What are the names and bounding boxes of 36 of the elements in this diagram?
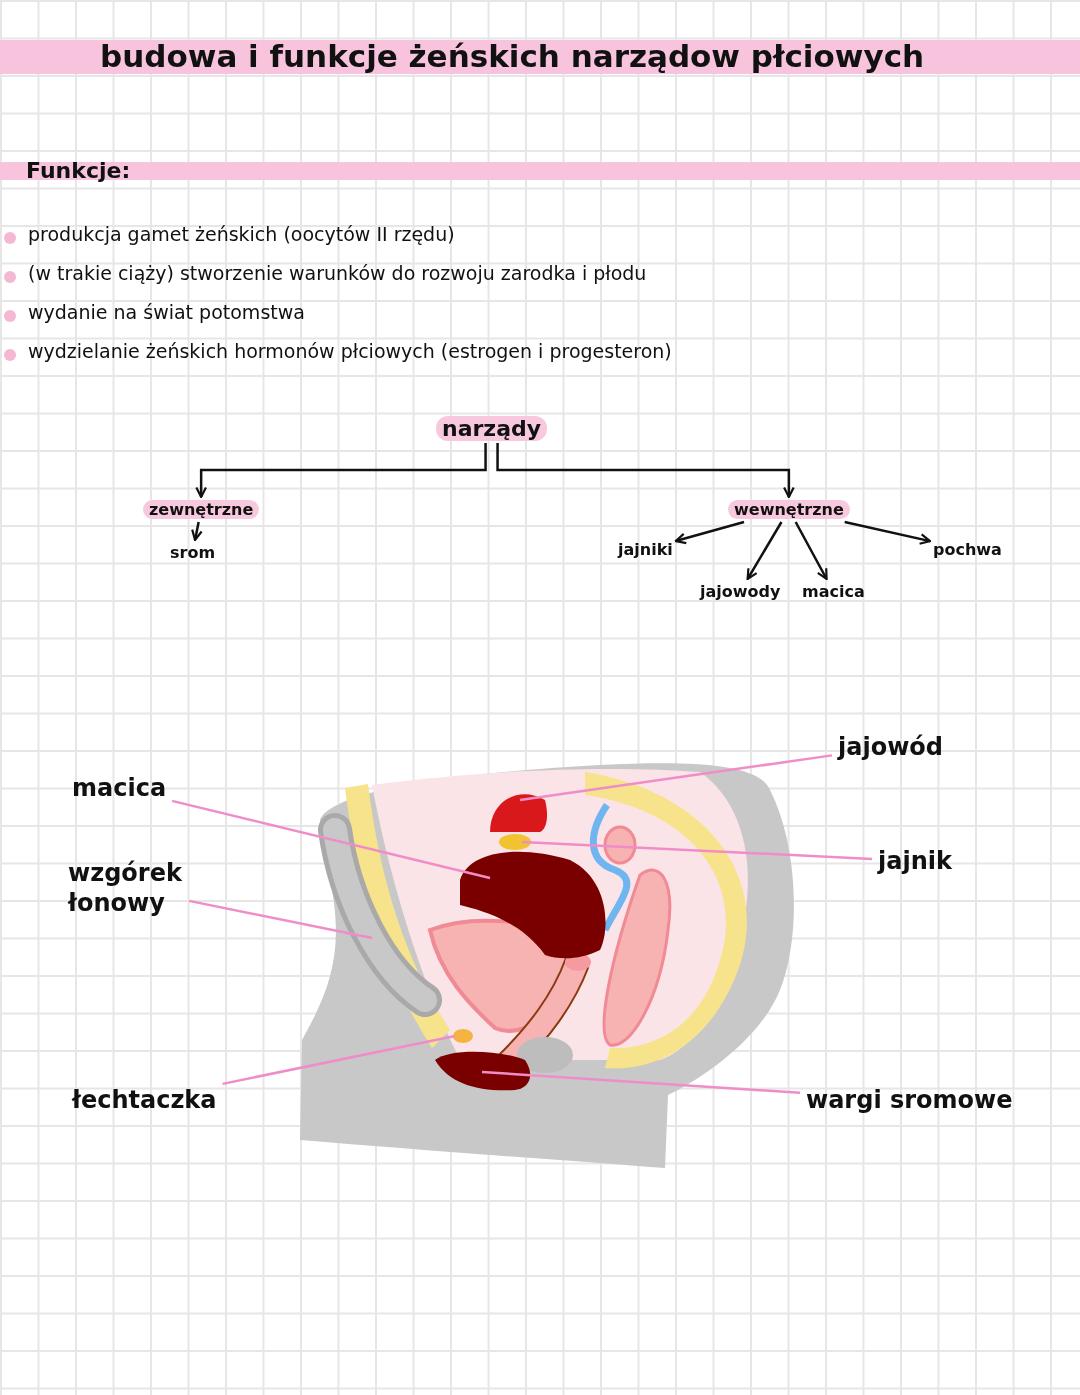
section-heading: Funkcje: [26, 158, 131, 183]
part-label: jajnik [878, 847, 952, 875]
function-text: produkcja gamet żeńskich (oocytów II rzędu) [28, 223, 455, 245]
labia-drawing [435, 1051, 531, 1091]
leader-line [519, 754, 833, 802]
page-title: budowa i funkcje żeńskich narządow płciowych [100, 38, 925, 74]
organ-label: macica [802, 582, 865, 601]
arrow [794, 521, 828, 581]
leader-line [481, 1070, 801, 1095]
arrow [674, 520, 745, 545]
part-label: wargi sromowe [806, 1086, 1013, 1114]
organ-label: srom [170, 543, 216, 562]
category-label: zewnętrzne [143, 500, 260, 519]
part-label: macica [72, 774, 167, 802]
leader-line [521, 840, 873, 861]
function-text: wydanie na świat potomstwa [28, 301, 305, 323]
organ-label: jajniki [618, 540, 673, 559]
part-label: łechtaczka [72, 1086, 217, 1114]
arrow [195, 443, 487, 499]
category-label: narządy [436, 416, 548, 441]
organ-label: jajowody [700, 582, 781, 601]
arrow [191, 521, 203, 542]
category-label: wewnętrzne [728, 500, 850, 519]
function-text: wydzielanie żeńskich hormonów płciowych (estrogen i progesteron) [28, 340, 672, 362]
arrow [844, 520, 932, 545]
leader-line [171, 799, 491, 880]
uterus-drawing [460, 851, 606, 959]
fallopian-tube-drawing [490, 794, 548, 832]
function-text: (w trakie ciąży) stworzenie warunków do rozwoju zarodka i płodu [28, 262, 647, 284]
arrow [746, 521, 783, 581]
leader-line [188, 899, 373, 940]
part-label: wzgórek łonowy [68, 858, 183, 918]
part-label: jajowód [838, 733, 943, 761]
ovary-drawing [499, 834, 531, 850]
organ-label: pochwa [933, 540, 1002, 559]
clitoris-drawing [453, 1029, 473, 1043]
